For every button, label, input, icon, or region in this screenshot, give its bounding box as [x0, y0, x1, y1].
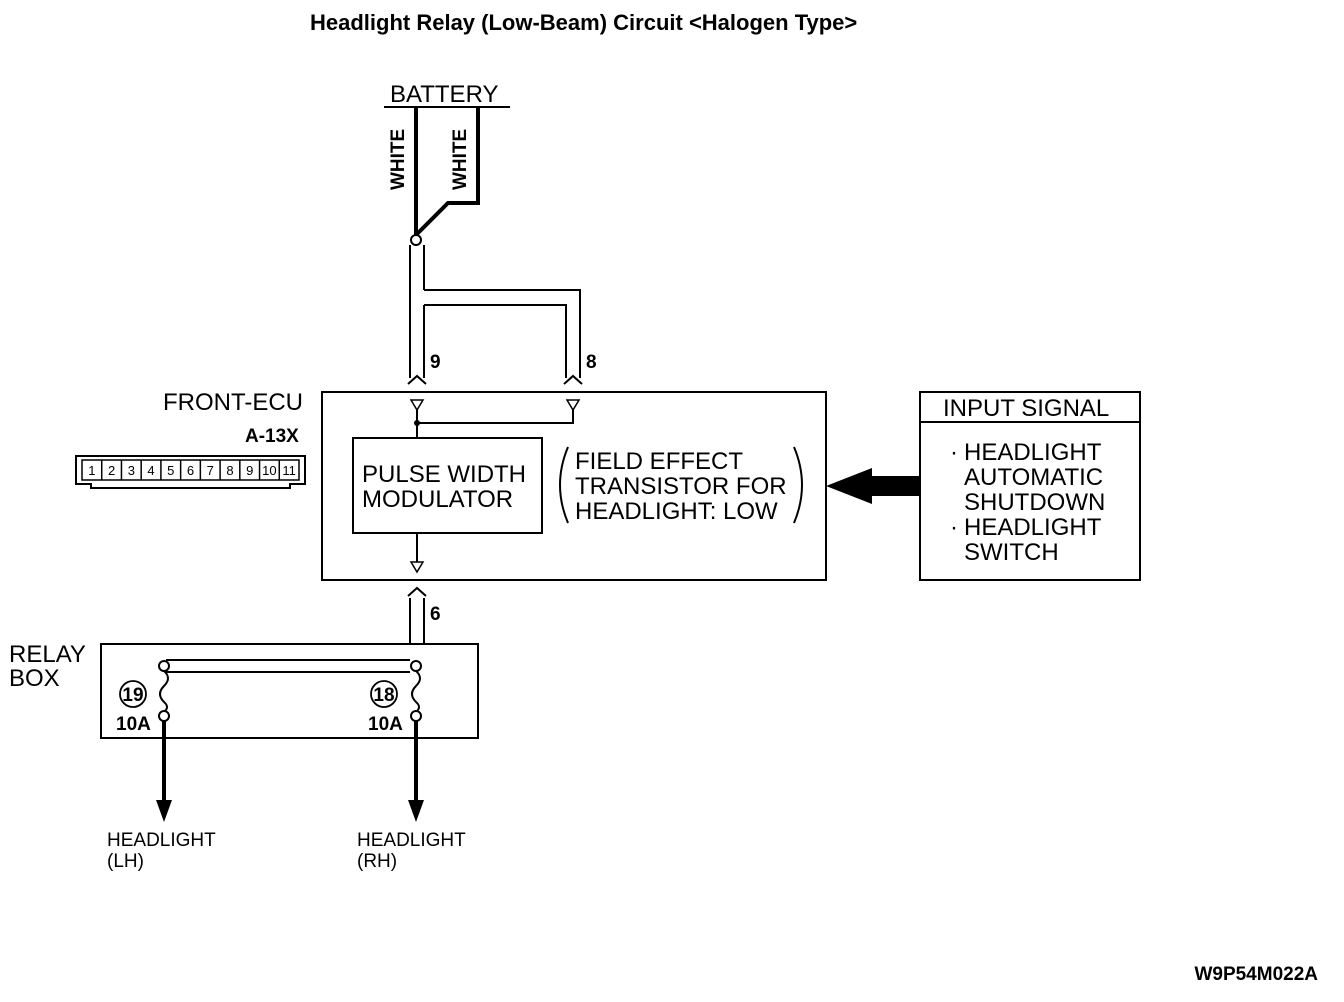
input-item-1-line-1: HEADLIGHT — [964, 439, 1102, 466]
pwm-line-2: MODULATOR — [362, 486, 513, 513]
fet-note: FIELD EFFECT TRANSISTOR FOR HEADLIGHT: L… — [559, 446, 803, 525]
battery: BATTERY — [384, 81, 510, 108]
connector-pin-11: 11 — [282, 463, 296, 478]
wire-to-terminal-9 — [409, 245, 425, 378]
output-lh — [156, 721, 172, 822]
battery-label: BATTERY — [390, 81, 498, 108]
bullet-2: · — [950, 514, 958, 541]
battery-wire-right — [414, 107, 480, 237]
output-rh — [408, 721, 424, 822]
ecu-connector-code: A-13X — [245, 426, 299, 447]
figure-code: W9P54M022A — [1194, 964, 1318, 985]
input-item-1-line-2: AUTOMATIC — [964, 464, 1103, 491]
input-item-2-line-1: HEADLIGHT — [964, 514, 1102, 541]
pwm-output — [409, 533, 425, 574]
connector-pin-4: 4 — [147, 463, 154, 478]
pwm-box — [352, 437, 543, 534]
fuse-19-rating: 10A — [116, 714, 151, 735]
terminal-9-label: 9 — [430, 352, 441, 373]
connector-pin-9: 9 — [246, 463, 253, 478]
input-item-2-line-2: SWITCH — [964, 539, 1059, 566]
fuse-18-number: 18 — [373, 685, 394, 706]
wire-color-right: WHITE — [450, 129, 471, 190]
connector-pin-5: 5 — [167, 463, 174, 478]
pwm-line-1: PULSE WIDTH — [362, 461, 526, 488]
headlight-lh-line-1: HEADLIGHT — [107, 830, 216, 851]
ecu-name: FRONT-ECU — [163, 389, 303, 416]
connector-pin-2: 2 — [108, 463, 115, 478]
relay-bus — [158, 655, 422, 673]
terminal-6-label: 6 — [430, 604, 441, 625]
splice-point — [410, 234, 422, 246]
connector-pin-3: 3 — [128, 463, 135, 478]
input-arrow — [826, 468, 920, 504]
fuse-18-rating: 10A — [368, 714, 403, 735]
headlight-rh-line-2: (RH) — [357, 851, 397, 872]
fuse-18: 18 10A — [368, 670, 422, 735]
input-item-1-line-3: SHUTDOWN — [964, 489, 1105, 516]
fuse-19-number: 19 — [122, 685, 143, 706]
relay-box-label-1: RELAY — [9, 641, 86, 668]
connector-pin-10: 10 — [262, 463, 276, 478]
fet-line-2: TRANSISTOR FOR — [575, 473, 787, 500]
connector-pin-8: 8 — [226, 463, 233, 478]
fuse-19: 19 10A — [116, 670, 170, 735]
connector-pin-1: 1 — [88, 463, 95, 478]
ecu-internal-terminals — [409, 399, 581, 438]
battery-wires: WHITE WHITE — [388, 107, 480, 237]
fet-line-1: FIELD EFFECT — [575, 448, 743, 475]
terminal-8-label: 8 — [586, 352, 597, 373]
connector-chevrons-top — [407, 374, 583, 385]
headlight-rh-line-1: HEADLIGHT — [357, 830, 466, 851]
connector-chevron-bottom — [407, 586, 427, 597]
headlight-lh-line-2: (LH) — [107, 851, 144, 872]
connector-pin-6: 6 — [187, 463, 194, 478]
connector-pin-7: 7 — [207, 463, 214, 478]
fet-line-3: HEADLIGHT: LOW — [575, 498, 778, 525]
relay-box — [100, 643, 479, 739]
bullet-1: · — [950, 439, 958, 466]
relay-box-label-2: BOX — [9, 665, 60, 692]
input-signal-box: INPUT SIGNAL · HEADLIGHT AUTOMATIC SHUTD… — [919, 391, 1141, 581]
input-signal-header: INPUT SIGNAL — [943, 395, 1109, 422]
wire-color-left: WHITE — [388, 129, 409, 190]
wire-to-terminal-8 — [424, 289, 581, 378]
diagram-title: Headlight Relay (Low-Beam) Circuit <Halo… — [310, 10, 857, 35]
